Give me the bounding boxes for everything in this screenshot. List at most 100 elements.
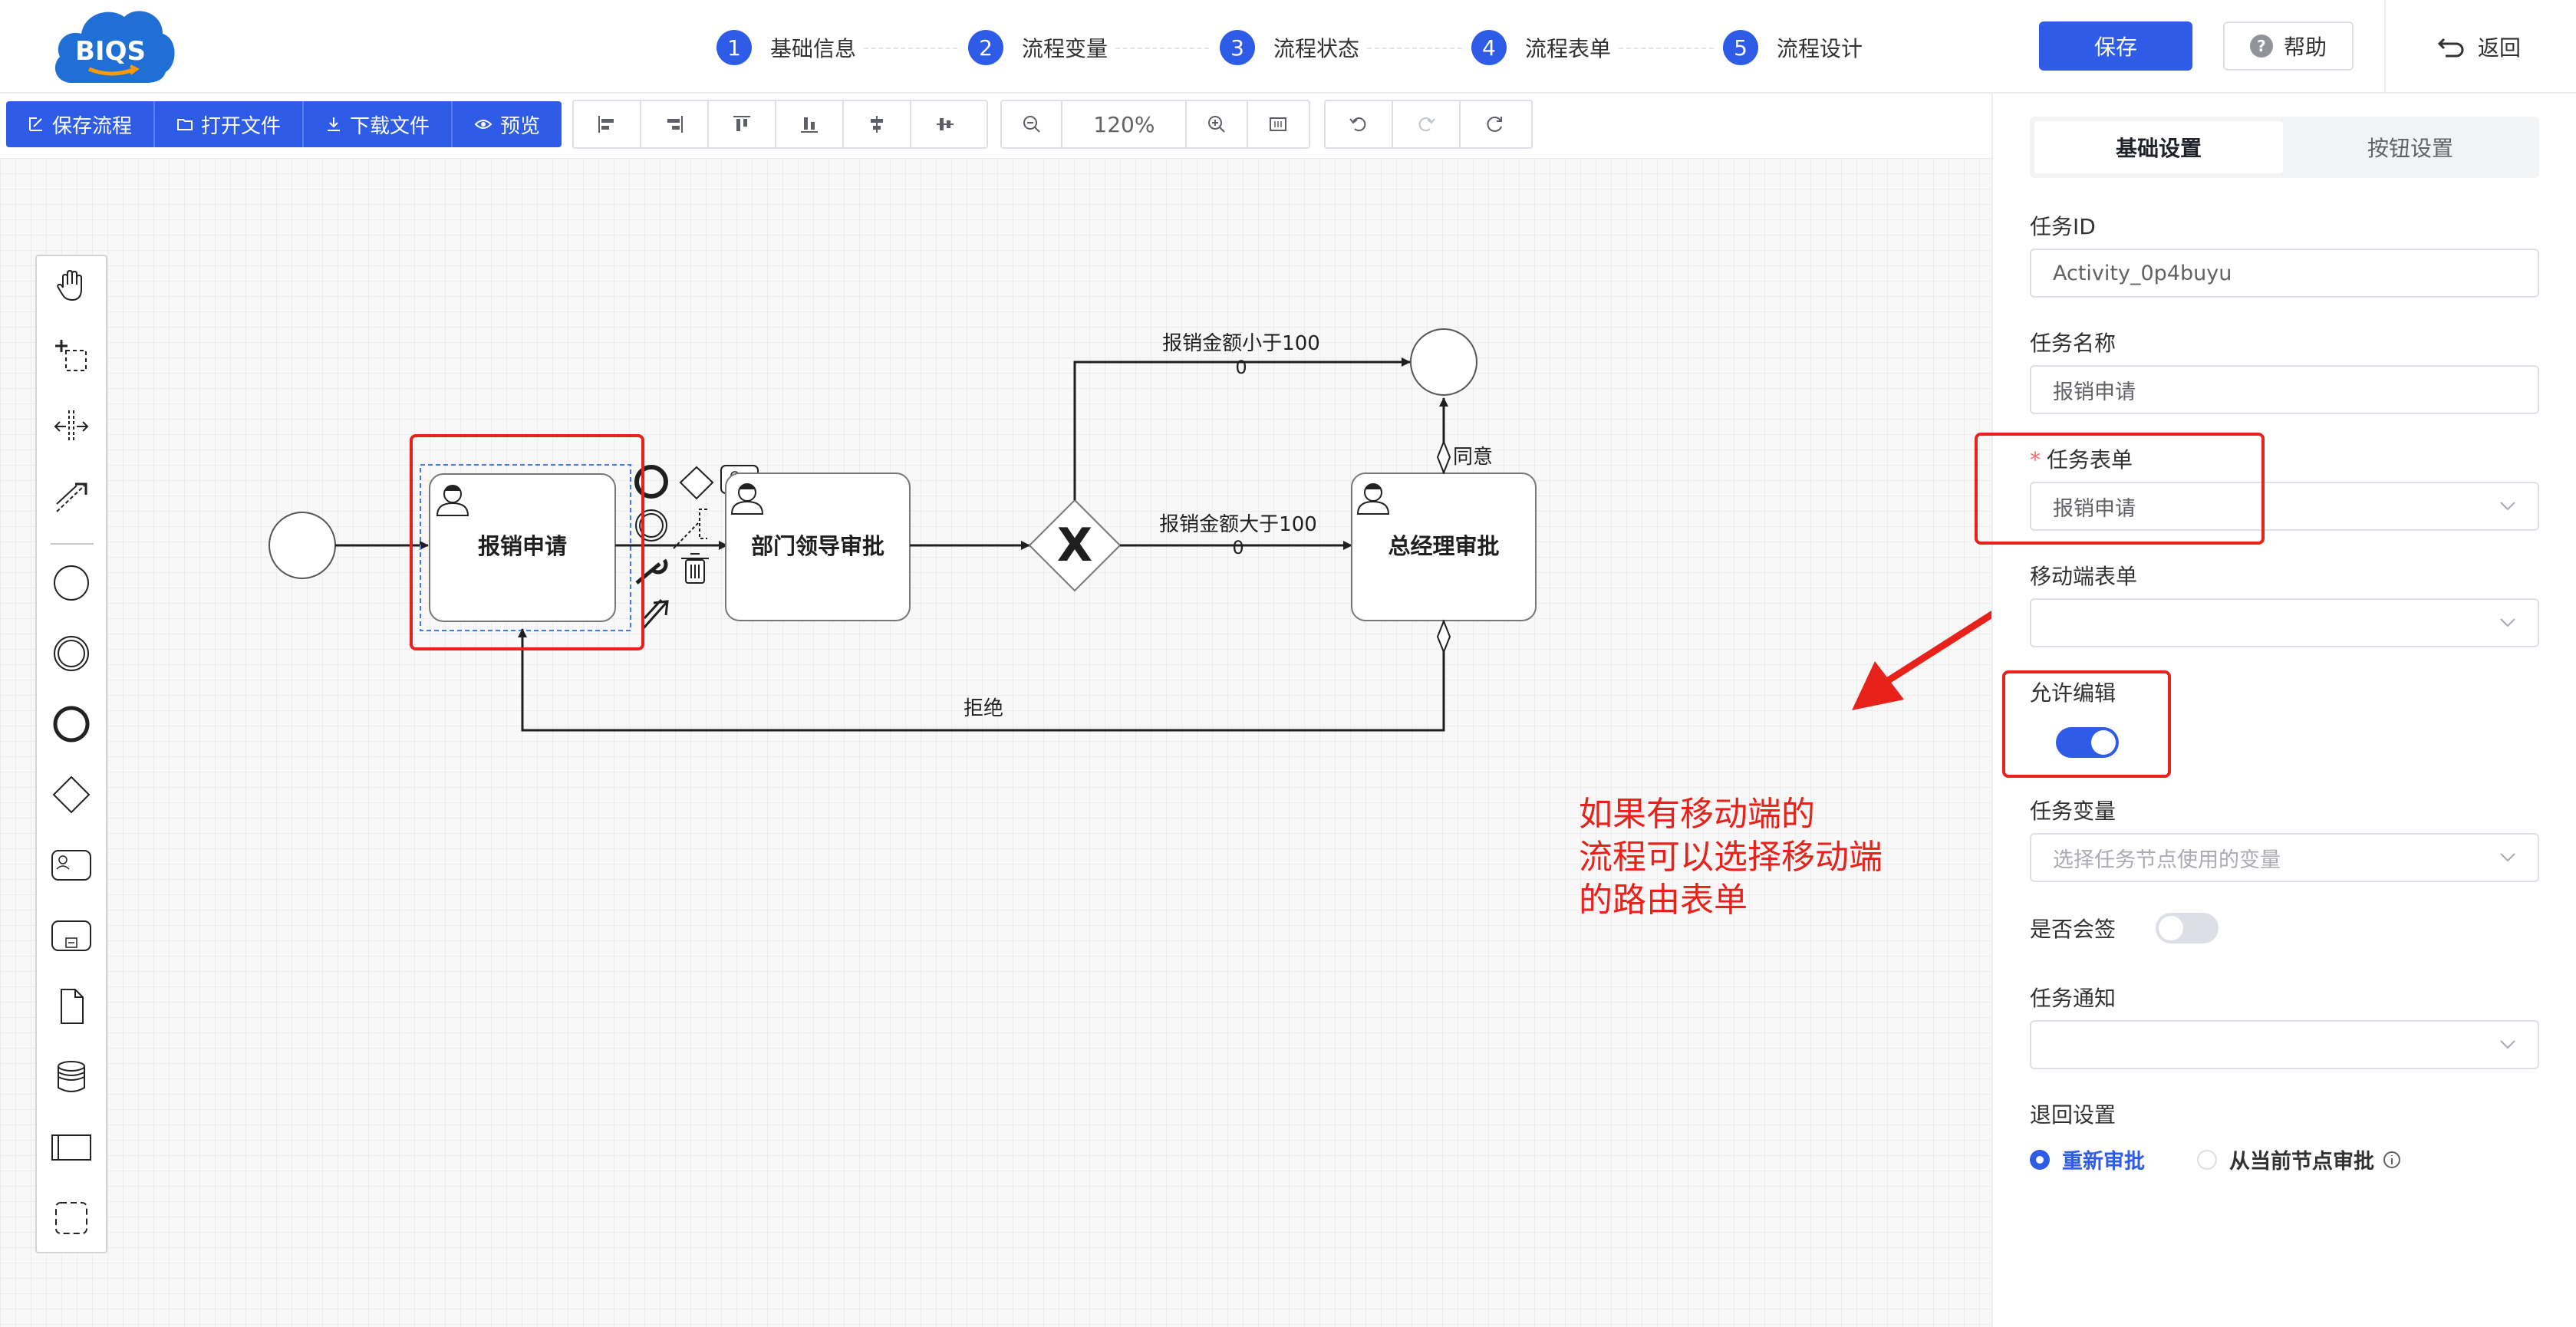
pool-icon[interactable] [37,1124,106,1171]
step-connector [1619,48,1714,49]
task-id-field[interactable]: Activity_0p4buyu [2030,249,2539,298]
data-object-icon[interactable] [37,983,106,1029]
task-variable-select[interactable]: 选择任务节点使用的变量 [2030,833,2539,882]
switch-knob [2091,730,2116,755]
task-notify-select[interactable] [2030,1020,2539,1069]
step-label: 流程设计 [1777,36,1863,61]
task-notify-label: 任务通知 [2030,986,2116,1011]
end-event[interactable] [1410,328,1477,396]
align-toolbar [572,100,988,149]
header-divider [2384,0,2386,92]
eye-icon [474,120,492,129]
logo-text: BIQS [75,36,146,67]
task-name-field[interactable]: 报销申请 [2030,365,2539,414]
exclusive-gateway[interactable]: X [1028,499,1122,592]
open-file-button[interactable]: 打开文件 [155,101,305,147]
wrench-icon[interactable] [635,558,668,584]
annotation-line-3: 的路由表单 [1579,881,1748,920]
intermediate-event-icon[interactable] [37,631,106,677]
redo-icon[interactable] [1393,101,1461,147]
task-name-label: 任务名称 [2030,331,2116,356]
sequence-flow-lt-100[interactable] [1073,357,1411,500]
task-apply[interactable]: 报销申请 [429,473,616,622]
open-file-label: 打开文件 [201,114,282,138]
user-icon [1356,483,1390,515]
step-label: 基础信息 [770,36,857,61]
subprocess-icon[interactable] [37,913,106,959]
step-number: 3 [1220,30,1255,65]
connect-icon[interactable] [641,598,669,630]
save-button[interactable]: 保存 [2039,21,2192,71]
align-center-icon[interactable] [844,101,911,147]
user-icon [436,485,469,516]
step-flow-status[interactable]: 3 流程状态 [1220,28,1359,68]
append-intermediate-event-icon[interactable] [635,509,667,542]
step-flow-design[interactable]: 5 流程设计 [1723,28,1863,68]
highlight-selected-task [410,434,644,650]
gateway-icon[interactable] [37,772,106,818]
append-text-annotation-icon[interactable] [673,509,707,549]
user-task-icon[interactable] [37,842,106,888]
hand-tool-icon[interactable] [37,262,106,308]
allow-edit-switch[interactable] [2056,727,2119,758]
tab-basic-settings[interactable]: 基础设置 [2034,121,2283,173]
append-gateway-icon[interactable] [679,466,714,500]
tab-button-settings[interactable]: 按钮设置 [2367,136,2453,161]
start-event[interactable] [268,512,336,579]
properties-tabs: 基础设置 按钮设置 [2030,117,2539,178]
data-store-icon[interactable] [37,1054,106,1100]
annotation-arrowhead [1852,661,1904,710]
append-end-event-icon[interactable] [634,465,668,499]
step-flow-form[interactable]: 4 流程表单 [1471,28,1611,68]
fit-view-icon[interactable] [1248,101,1309,147]
undo-icon[interactable] [1326,101,1393,147]
mobile-form-select[interactable] [2030,598,2539,647]
radio-reapprove[interactable]: 重新审批 [2030,1144,2145,1174]
download-file-button[interactable]: 下载文件 [304,101,453,147]
required-mark: * [2030,447,2041,473]
info-icon[interactable] [2382,1150,2402,1170]
delete-icon[interactable] [681,553,709,584]
help-button[interactable]: ? 帮助 [2223,21,2354,71]
properties-panel [1991,94,2576,1327]
task-dept-label: 部门领导审批 [751,533,884,559]
back-button[interactable]: 返回 [2436,28,2521,66]
refresh-icon[interactable] [1461,101,1528,147]
back-label: 返回 [2478,35,2522,61]
end-event-icon[interactable] [37,701,106,747]
chevron-down-icon [2500,1040,2515,1049]
task-form-select[interactable]: 报销申请 [2030,482,2539,531]
lasso-tool-icon[interactable] [37,333,106,379]
flow-gt-label: 报销金额大于100 [1159,513,1317,536]
radio-from-current-node[interactable]: 从当前节点审批 [2197,1144,2402,1174]
step-basic-info[interactable]: 1 基础信息 [716,28,856,68]
group-icon[interactable] [37,1195,106,1241]
save-flow-label: 保存流程 [52,114,133,138]
chevron-down-icon [2500,618,2515,627]
task-dept-approval[interactable]: 部门领导审批 [725,473,911,621]
sequence-flow-reject[interactable] [518,621,1445,732]
radio-current-label: 从当前节点审批 [2229,1150,2374,1174]
preview-button[interactable]: 预览 [453,101,562,147]
countersign-switch[interactable] [2156,913,2219,943]
space-tool-icon[interactable] [37,403,106,449]
align-middle-icon[interactable] [911,101,979,147]
align-bottom-icon[interactable] [776,101,844,147]
task-gm-approval[interactable]: 总经理审批 [1351,473,1537,621]
start-event-icon[interactable] [37,560,106,606]
switch-knob [2159,916,2183,940]
zoom-in-icon[interactable] [1187,101,1248,147]
diagram-canvas[interactable] [0,158,1991,1327]
align-top-icon[interactable] [709,101,776,147]
zoom-out-icon[interactable] [1002,101,1063,147]
align-right-icon[interactable] [641,101,709,147]
return-setting-label: 退回设置 [2030,1102,2116,1128]
step-flow-variables[interactable]: 2 流程变量 [968,28,1108,68]
step-number: 2 [968,30,1003,65]
file-toolbar: 保存流程 打开文件 下载文件 预览 [6,101,562,147]
align-left-icon[interactable] [574,101,641,147]
save-flow-button[interactable]: 保存流程 [6,101,156,147]
global-connect-icon[interactable] [37,474,106,520]
flow-agree-label: 同意 [1453,446,1493,469]
download-icon [328,117,341,131]
